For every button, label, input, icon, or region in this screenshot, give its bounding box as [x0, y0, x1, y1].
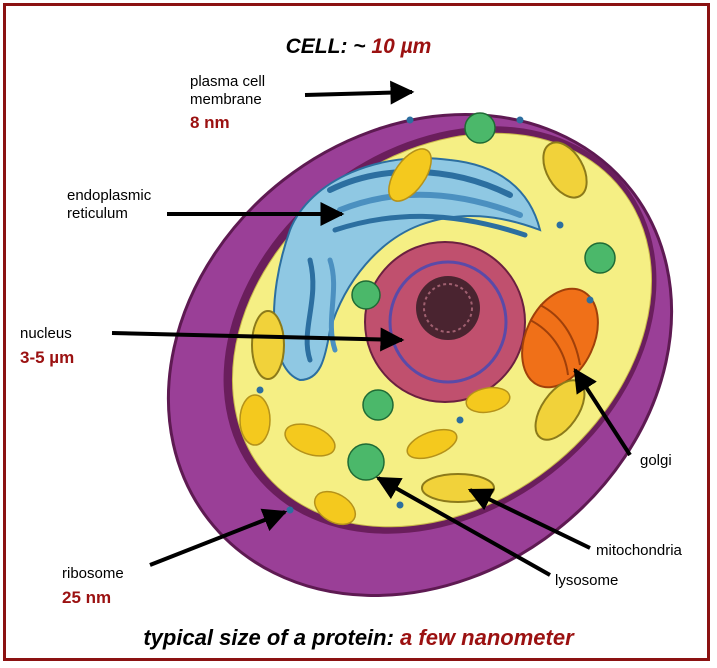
label-golgi: golgi: [640, 452, 672, 470]
label-er-line2: reticulum: [67, 205, 128, 223]
label-plasma-membrane-line2: membrane: [190, 91, 262, 109]
footer-prefix: typical size of a protein:: [143, 625, 400, 650]
label-lysosome: lysosome: [555, 572, 618, 590]
cell-size-value: 10 µm: [371, 35, 431, 58]
label-plasma-membrane-size: 8 nm: [190, 113, 230, 133]
title-prefix: CELL: ~: [286, 35, 372, 58]
label-er-line1: endoplasmic: [67, 187, 151, 205]
figure-title: CELL: ~ 10 µm: [0, 35, 717, 59]
label-nucleus: nucleus: [20, 325, 72, 343]
label-nucleus-size: 3-5 µm: [20, 348, 74, 368]
footer-caption: typical size of a protein: a few nanomet…: [0, 625, 717, 651]
label-ribosome: ribosome: [62, 565, 124, 583]
protein-size-value: a few nanometer: [400, 625, 574, 650]
label-ribosome-size: 25 nm: [62, 588, 111, 608]
label-plasma-membrane-line1: plasma cell: [190, 73, 265, 91]
label-mitochondria: mitochondria: [596, 542, 682, 560]
arrow-plasma-membrane: [305, 92, 412, 95]
nucleus: [365, 242, 525, 402]
